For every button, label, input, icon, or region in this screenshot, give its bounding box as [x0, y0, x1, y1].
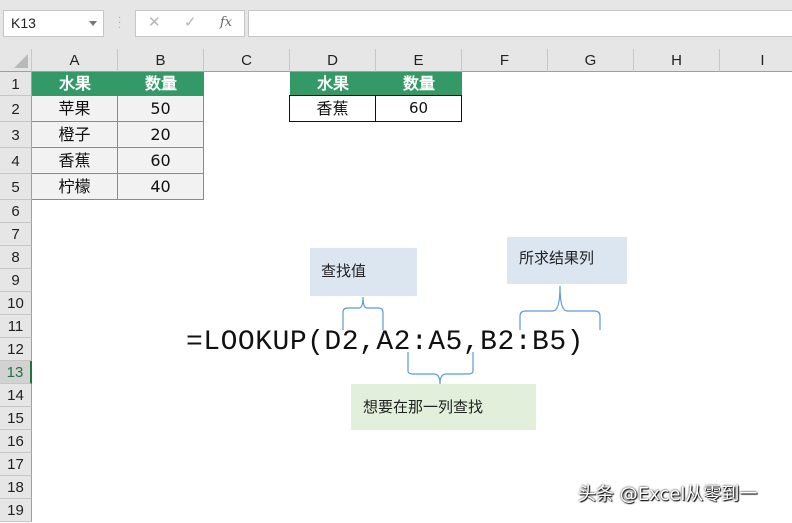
row-header-6[interactable]: 6: [0, 200, 32, 223]
cell-a4[interactable]: 香蕉: [32, 148, 118, 174]
cell-d1[interactable]: 水果: [290, 72, 376, 96]
column-header-e[interactable]: E: [376, 49, 462, 72]
brace-search-column-icon: [407, 352, 474, 385]
callout-lookup-value: 查找值: [310, 248, 417, 296]
cancel-icon[interactable]: ✕: [148, 13, 161, 31]
column-header-f[interactable]: F: [462, 49, 548, 72]
row-header-16[interactable]: 16: [0, 430, 32, 453]
row-header-15[interactable]: 15: [0, 407, 32, 430]
cell-e2[interactable]: 60: [375, 95, 462, 122]
lookup-formula-text: =LOOKUP(D2,A2:A5,B2:B5): [186, 327, 584, 358]
cell-b2[interactable]: 50: [118, 96, 204, 122]
row-header-17[interactable]: 17: [0, 453, 32, 476]
cell-b5[interactable]: 40: [118, 174, 204, 200]
select-all-button[interactable]: [0, 49, 32, 72]
row-header-1[interactable]: 1: [0, 72, 32, 96]
brace-lookup-value-icon: [342, 296, 384, 330]
cell-a5[interactable]: 柠檬: [32, 174, 118, 200]
cell-b3[interactable]: 20: [118, 122, 204, 148]
row-header-8[interactable]: 8: [0, 246, 32, 269]
formula-buttons: ✕ ✓ fx: [135, 10, 245, 37]
cell-b4[interactable]: 60: [118, 148, 204, 174]
callout-search-column: 想要在那一列查找: [351, 384, 536, 430]
row-header-10[interactable]: 10: [0, 292, 32, 315]
row-header-11[interactable]: 11: [0, 315, 32, 338]
row-header-18[interactable]: 18: [0, 476, 32, 499]
watermark-text: 头条 @Excel从零到一: [578, 484, 758, 505]
cell-d2[interactable]: 香蕉: [289, 95, 376, 122]
name-box[interactable]: K13: [3, 10, 104, 37]
column-header-c[interactable]: C: [204, 49, 290, 72]
formula-bar-input[interactable]: [248, 10, 792, 37]
row-header-9[interactable]: 9: [0, 269, 32, 292]
column-header-h[interactable]: H: [634, 49, 720, 72]
brace-result-column-icon: [519, 285, 601, 330]
cell-e1[interactable]: 数量: [376, 72, 462, 96]
row-header-14[interactable]: 14: [0, 384, 32, 407]
cell-a2[interactable]: 苹果: [32, 96, 118, 122]
row-header-13-selected[interactable]: 13: [0, 361, 32, 384]
cell-a1[interactable]: 水果: [32, 72, 118, 96]
drag-handle-icon[interactable]: ···: [118, 13, 122, 34]
name-box-value: K13: [11, 15, 36, 31]
insert-function-icon[interactable]: fx: [220, 15, 233, 30]
row-header-3[interactable]: 3: [0, 122, 32, 148]
chevron-down-icon[interactable]: [89, 21, 97, 26]
column-header-b[interactable]: B: [118, 49, 204, 72]
cell-a3[interactable]: 橙子: [32, 122, 118, 148]
enter-icon[interactable]: ✓: [184, 13, 197, 31]
row-header-5[interactable]: 5: [0, 174, 32, 200]
row-header-7[interactable]: 7: [0, 223, 32, 246]
column-header-d[interactable]: D: [290, 49, 376, 72]
column-header-i[interactable]: I: [720, 49, 792, 72]
row-header-4[interactable]: 4: [0, 148, 32, 174]
column-header-g[interactable]: G: [548, 49, 634, 72]
row-header-2[interactable]: 2: [0, 96, 32, 122]
cell-b1[interactable]: 数量: [118, 72, 204, 96]
row-header-12[interactable]: 12: [0, 338, 32, 361]
column-header-a[interactable]: A: [32, 49, 118, 72]
formula-toolbar: K13 ··· ✕ ✓ fx: [0, 0, 792, 49]
callout-result-column: 所求结果列: [507, 237, 627, 284]
